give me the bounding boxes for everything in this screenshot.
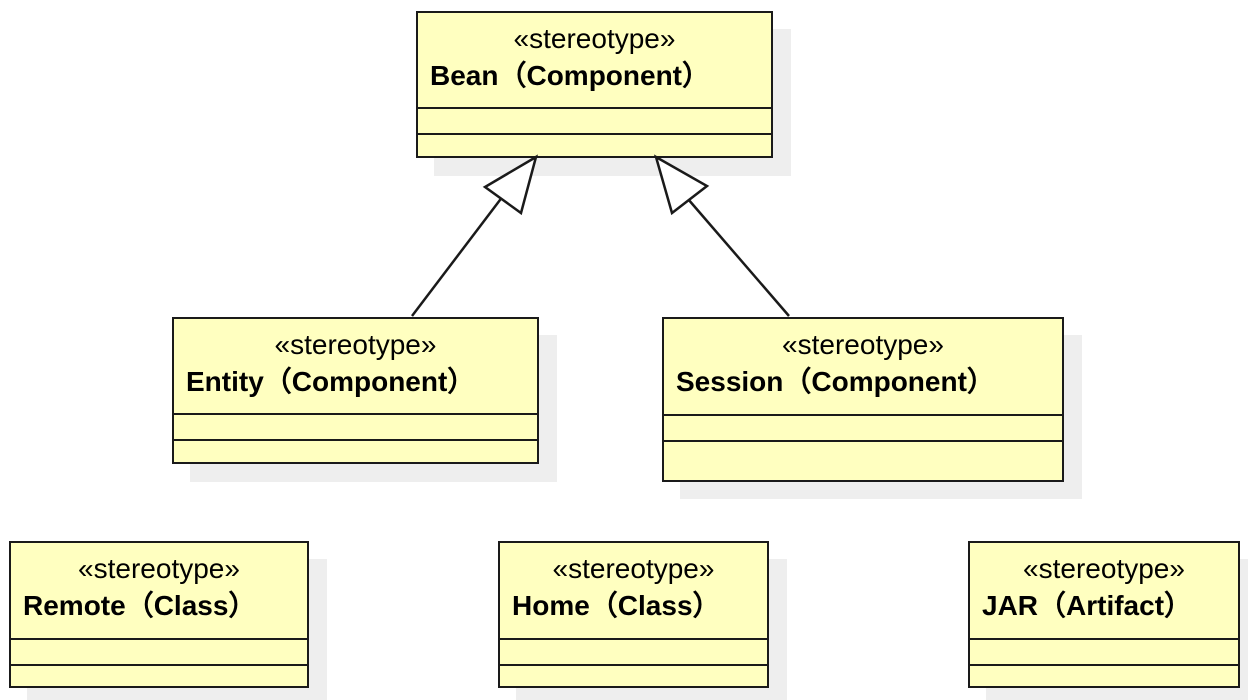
home-stereotype: «stereotype» <box>552 553 715 584</box>
generalization-arrowhead <box>482 154 538 216</box>
bean-divider-attributes <box>418 107 771 109</box>
remote-stereotype: «stereotype» <box>78 553 240 584</box>
remote-class-name: Remote（Class） <box>23 590 257 621</box>
generalization-entity-to-bean[interactable] <box>411 154 538 317</box>
bean-divider-operations <box>418 133 771 135</box>
session-class-name: Session（Component） <box>676 366 995 397</box>
bean-stereotype: «stereotype» <box>513 23 676 54</box>
jar-class-name: JAR（Artifact） <box>982 590 1193 621</box>
remote-divider-attributes <box>11 638 307 640</box>
generalization-session-to-bean[interactable] <box>653 154 790 317</box>
session-divider-attributes <box>664 414 1062 416</box>
bean-class-name: Bean（Component） <box>430 60 711 91</box>
jar-divider-operations <box>970 664 1238 666</box>
entity-divider-operations <box>174 439 537 441</box>
home-class-name: Home（Class） <box>512 590 721 621</box>
session-stereotype: «stereotype» <box>782 329 944 360</box>
class-box-session[interactable]: «stereotype» Session（Component） <box>662 317 1064 482</box>
entity-class-name: Entity（Component） <box>186 366 476 397</box>
class-box-entity[interactable]: «stereotype» Entity（Component） <box>172 317 539 464</box>
generalization-arrowhead <box>653 154 710 216</box>
jar-divider-attributes <box>970 638 1238 640</box>
class-box-remote[interactable]: «stereotype» Remote（Class） <box>9 541 309 688</box>
remote-divider-operations <box>11 664 307 666</box>
session-divider-operations <box>664 440 1062 442</box>
jar-stereotype: «stereotype» <box>1023 553 1185 584</box>
class-box-bean[interactable]: «stereotype» Bean（Component） <box>416 11 773 158</box>
home-divider-attributes <box>500 638 767 640</box>
class-box-home[interactable]: «stereotype» Home（Class） <box>498 541 769 688</box>
entity-divider-attributes <box>174 413 537 415</box>
home-divider-operations <box>500 664 767 666</box>
entity-stereotype: «stereotype» <box>274 329 437 360</box>
class-box-jar[interactable]: «stereotype» JAR（Artifact） <box>968 541 1240 688</box>
